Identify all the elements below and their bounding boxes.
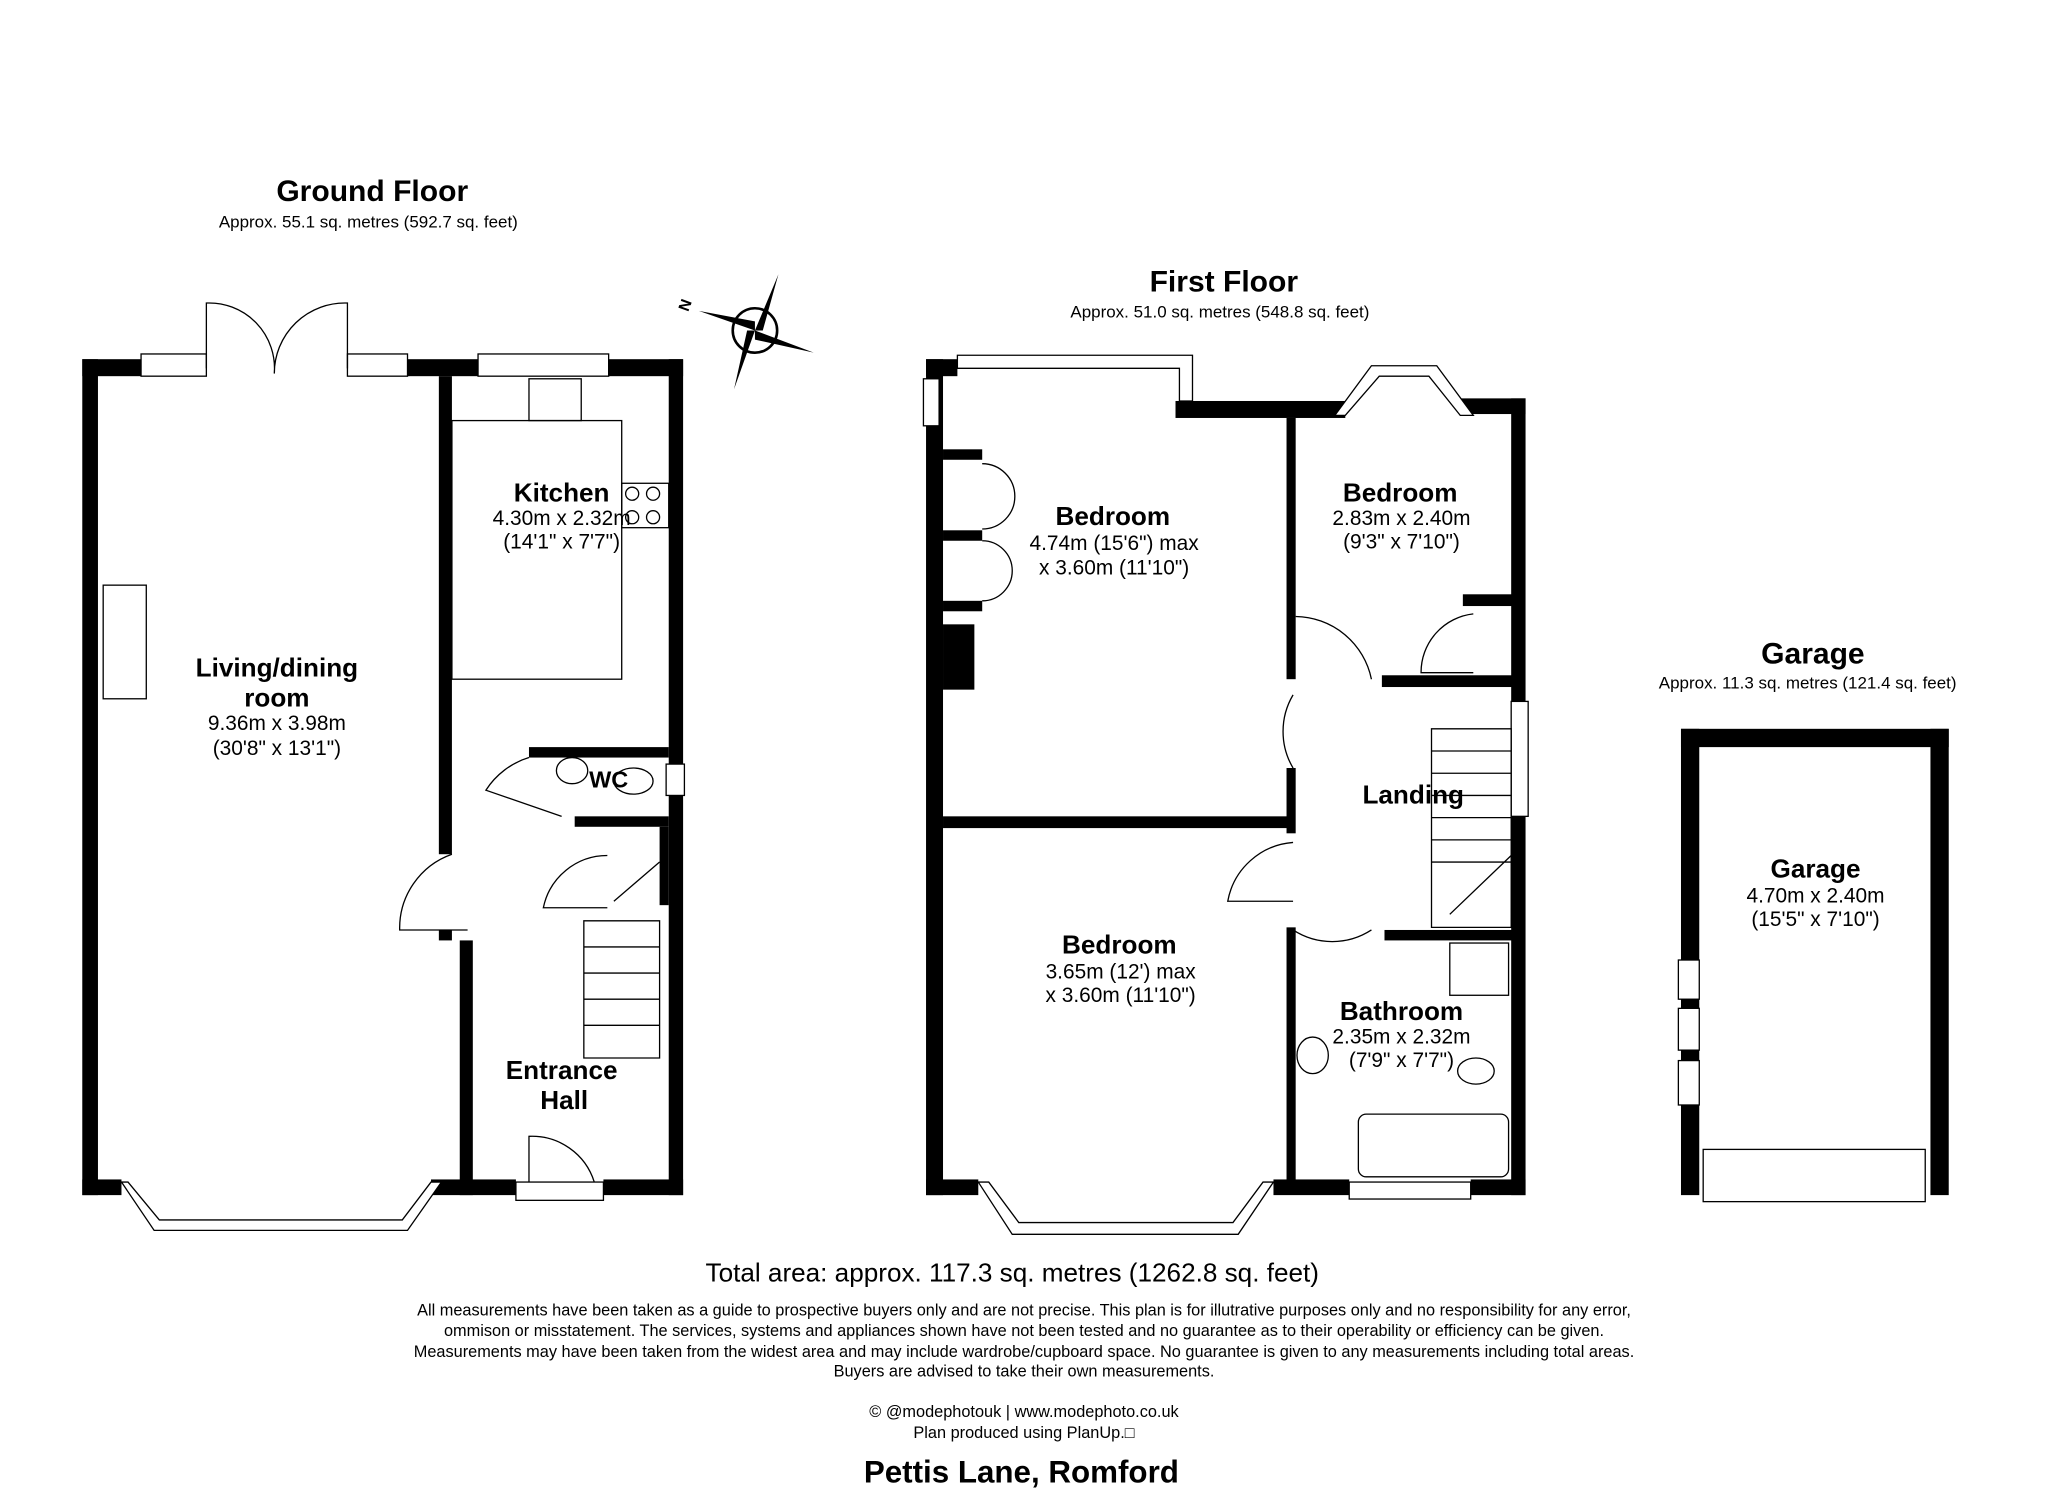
garage-area: Approx. 11.3 sq. metres (121.4 sq. feet) [1659, 673, 1957, 692]
bedroom-2-dimensions-imperial: (9'3" x 7'10") [1343, 531, 1460, 554]
landing-label: Landing [1362, 779, 1464, 809]
garage-title: Garage [1761, 638, 1865, 671]
living-room-label: Living/dining [196, 653, 358, 683]
kitchen-label: Kitchen [514, 478, 610, 508]
bedroom-2-dimensions: 2.83m x 2.40m [1332, 507, 1470, 530]
living-room-dimensions-imperial: (30'8" x 13'1") [213, 737, 341, 760]
living-room-label-2: room [244, 683, 309, 713]
ground-floor-title: Ground Floor [276, 175, 468, 208]
ground-floor-fixtures [102, 302, 686, 1232]
entrance-hall-label: Entrance [506, 1055, 618, 1085]
living-room-dimensions: 9.36m x 3.98m [208, 712, 346, 735]
bathroom-dimensions: 2.35m x 2.32m [1332, 1026, 1470, 1049]
ground-floor-area: Approx. 55.1 sq. metres (592.7 sq. feet) [219, 212, 518, 231]
property-address: Pettis Lane, Romford [864, 1454, 1179, 1489]
compass-north-label: N [676, 297, 696, 313]
kitchen-dimensions: 4.30m x 2.32m [493, 507, 631, 530]
ground-floor-walls [82, 359, 684, 1196]
plan-produced-credit: Plan produced using PlanUp.□ [913, 1424, 1134, 1442]
garage-walls [1677, 728, 1949, 1203]
first-floor-walls [926, 359, 1526, 1196]
garage-dimensions: 4.70m x 2.40m [1746, 885, 1884, 908]
bathroom-dimensions-imperial: (7'9" x 7'7") [1349, 1049, 1454, 1072]
first-floor-fixtures [922, 354, 1529, 1235]
bedroom-3-label: Bedroom [1062, 929, 1177, 959]
kitchen-dimensions-imperial: (14'1" x 7'7") [503, 531, 620, 554]
copyright-credit: © @modephotouk | www.modephoto.co.uk [869, 1403, 1179, 1421]
first-floor-area: Approx. 51.0 sq. metres (548.8 sq. feet) [1070, 302, 1369, 321]
wc-label: WC [589, 767, 628, 793]
bathroom-label: Bathroom [1340, 996, 1463, 1026]
disclaimer-line-4: Buyers are advised to take their own mea… [834, 1363, 1215, 1381]
entrance-hall-label-2: Hall [540, 1085, 588, 1115]
disclaimer-line-3: Measurements may have been taken from th… [414, 1343, 1635, 1361]
garage-room-label: Garage [1771, 854, 1861, 884]
compass-icon: N [676, 274, 814, 390]
bedroom-2-label: Bedroom [1343, 478, 1458, 508]
first-floor-title: First Floor [1150, 265, 1299, 298]
bedroom-1-dimensions: 4.74m (15'6") max [1030, 532, 1200, 555]
disclaimer-line-1: All measurements have been taken as a gu… [417, 1301, 1631, 1319]
total-area: Total area: approx. 117.3 sq. metres (12… [706, 1257, 1319, 1287]
disclaimer-line-2: ommison or misstatement. The services, s… [444, 1322, 1604, 1340]
garage-dimensions-imperial: (15'5" x 7'10") [1751, 908, 1879, 931]
bedroom-1-dimensions-2: x 3.60m (11'10") [1039, 557, 1189, 580]
bedroom-1-label: Bedroom [1056, 501, 1171, 531]
bedroom-3-dimensions-2: x 3.60m (11'10") [1046, 984, 1196, 1007]
bedroom-3-dimensions: 3.65m (12') max [1046, 960, 1197, 983]
